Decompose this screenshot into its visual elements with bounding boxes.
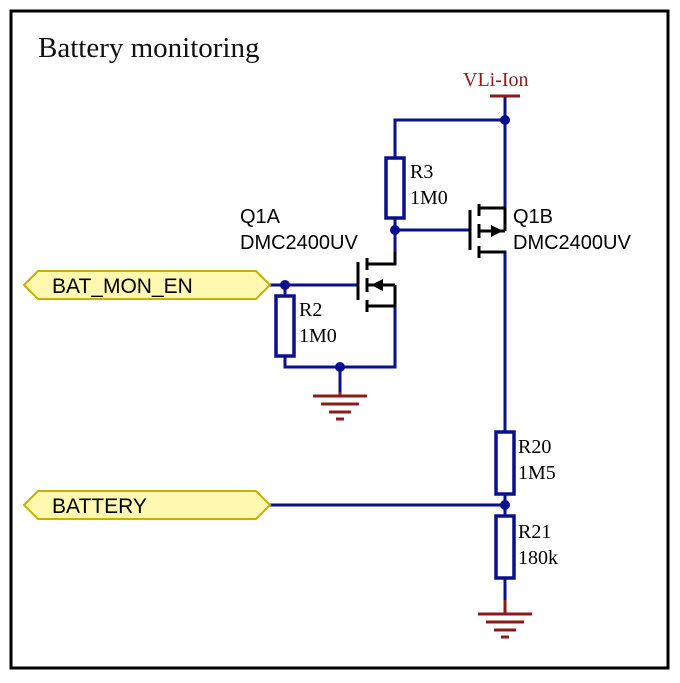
junction-gnd-node (335, 362, 345, 372)
resistor-r3-body (384, 156, 406, 220)
resistor-r20: R20 1M5 (494, 430, 556, 496)
q1a-arrow-icon (371, 279, 383, 291)
mosfet-q1a: Q1A DMC2400UV (240, 206, 397, 312)
power-label: VLi-Ion (463, 69, 529, 91)
resistor-r20-ref: R20 (518, 436, 551, 458)
port-battery-shape[interactable] (22, 490, 272, 520)
resistor-r2-body (274, 294, 296, 358)
q1a-ref: Q1A (240, 206, 281, 228)
resistor-r21-body (494, 514, 516, 580)
resistor-r20-value: 1M5 (518, 462, 556, 484)
sheet-border (9, 9, 670, 670)
junction-battery-node (500, 500, 510, 510)
junction-supply (500, 115, 510, 125)
ground-symbol-left (313, 392, 367, 421)
mosfet-q1b: Q1B DMC2400UV (468, 204, 631, 258)
resistor-r2: R2 1M0 (274, 294, 337, 358)
q1b-ref: Q1B (513, 206, 553, 228)
resistor-r21: R21 180k (494, 514, 558, 580)
q1a-part: DMC2400UV (240, 232, 358, 254)
resistor-r3-ref: R3 (410, 161, 433, 183)
resistor-r3-value: 1M0 (410, 187, 448, 209)
resistor-r2-value: 1M0 (299, 325, 337, 347)
ground-symbol-right (478, 600, 532, 639)
power-symbol-vli-ion: VLi-Ion (463, 69, 529, 98)
junction-en-node (280, 280, 290, 290)
resistor-r21-value: 180k (518, 547, 558, 569)
port-battery[interactable]: BATTERY (22, 490, 272, 520)
q1b-arrow-icon (491, 225, 503, 237)
sheet-title: Battery monitoring (38, 32, 260, 64)
port-bat-mon-en-shape[interactable] (22, 270, 272, 300)
port-battery-label: BATTERY (52, 495, 147, 518)
q1b-part: DMC2400UV (513, 232, 631, 254)
resistor-r3: R3 1M0 (384, 156, 448, 220)
junctions (280, 115, 510, 510)
port-bat-mon-en-label: BAT_MON_EN (52, 275, 193, 298)
resistor-r2-ref: R2 (299, 299, 322, 321)
resistor-r21-ref: R21 (518, 521, 551, 543)
resistor-r20-body (494, 430, 516, 496)
junction-gate-node (390, 225, 400, 235)
port-bat-mon-en[interactable]: BAT_MON_EN (22, 270, 272, 300)
